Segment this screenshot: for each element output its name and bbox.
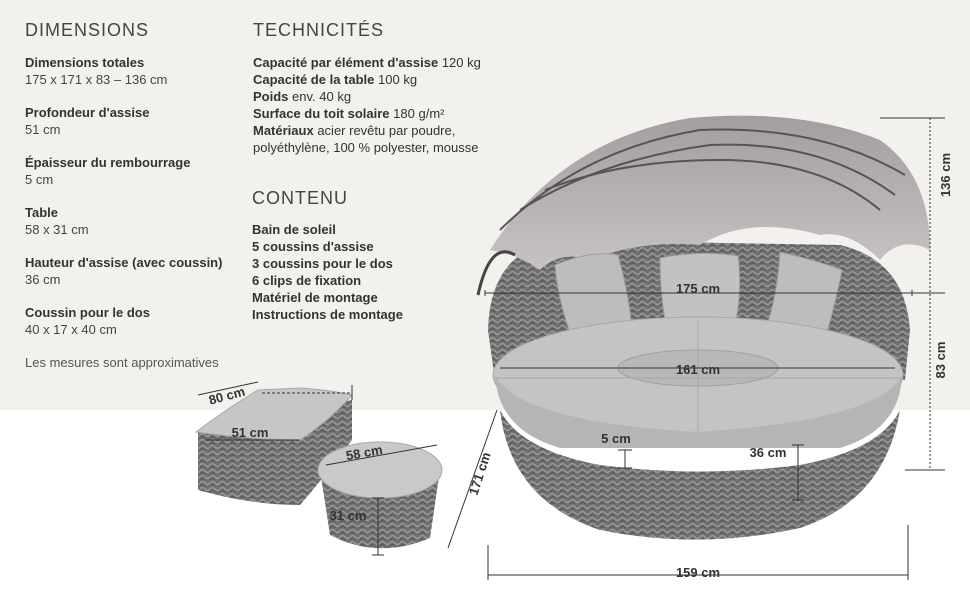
spec-line: Capacité par élément d'assise 120 kg	[253, 55, 481, 70]
dim-161: 161 cm	[676, 362, 720, 377]
dim-value: 36 cm	[25, 272, 61, 287]
dim-31: 31 cm	[330, 508, 367, 523]
spec-line: Matériaux acier revêtu par poudre,	[253, 123, 456, 138]
dim-36: 36 cm	[750, 445, 787, 460]
approximate-note: Les mesures sont approximatives	[25, 355, 219, 370]
content-item: 6 clips de fixation	[252, 273, 362, 288]
daybed	[476, 115, 930, 540]
spec-line: polyéthylène, 100 % polyester, mousse	[253, 140, 479, 155]
dim-171: 171 cm	[466, 450, 494, 497]
dim-label: Dimensions totales	[25, 55, 145, 70]
spec-line: Capacité de la table 100 kg	[253, 72, 418, 87]
dim-value: 5 cm	[25, 172, 54, 187]
dim-136: 136 cm	[938, 153, 953, 197]
dimension-lines	[197, 117, 945, 580]
spec-line: Surface du toit solaire 180 g/m²	[253, 106, 445, 121]
round-stool	[317, 441, 443, 549]
technicites-heading: TECHNICITÉS	[253, 20, 385, 40]
dim-label: Coussin pour le dos	[25, 305, 150, 320]
dim-58: 58 cm	[345, 442, 384, 463]
dim-5: 5 cm	[601, 431, 631, 446]
spec-line: Poids env. 40 kg	[253, 89, 352, 104]
dim-175: 175 cm	[676, 281, 720, 296]
dim-159: 159 cm	[676, 565, 720, 580]
dim-51: 51 cm	[232, 425, 269, 440]
canopy	[490, 115, 930, 270]
dim-label: Épaisseur du rembourrage	[25, 155, 191, 170]
segment-ottoman	[194, 387, 353, 505]
content-item: 3 coussins pour le dos	[252, 256, 393, 271]
dim-value: 51 cm	[25, 122, 61, 137]
contenu-heading: CONTENU	[252, 188, 348, 208]
dim-value: 58 x 31 cm	[25, 222, 89, 237]
content-item: 5 coussins d'assise	[252, 239, 374, 254]
dim-label: Profondeur d'assise	[25, 105, 150, 120]
content-item: Matériel de montage	[252, 290, 378, 305]
dim-value: 40 x 17 x 40 cm	[25, 322, 117, 337]
content-item: Instructions de montage	[252, 307, 403, 322]
dim-value: 175 x 171 x 83 – 136 cm	[25, 72, 168, 87]
dim-label: Hauteur d'assise (avec coussin)	[25, 255, 223, 270]
content-item: Bain de soleil	[252, 222, 336, 237]
dimensions-heading: DIMENSIONS	[25, 20, 150, 40]
dim-83: 83 cm	[933, 342, 948, 379]
dim-label: Table	[25, 205, 58, 220]
